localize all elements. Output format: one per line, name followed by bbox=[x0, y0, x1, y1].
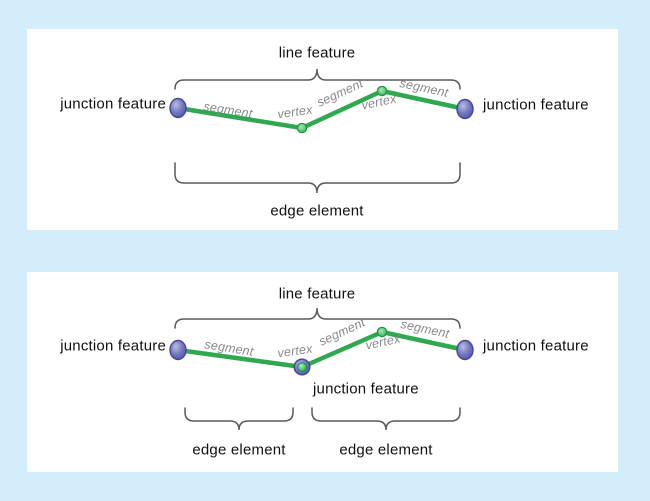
panel-single-edge-diagram: line feature junction feature junction f… bbox=[27, 29, 618, 230]
line-feature-label: line feature bbox=[278, 44, 356, 62]
junction-feature-label-right: junction feature bbox=[483, 337, 589, 355]
edge-element-label-left: edge element bbox=[192, 441, 286, 459]
panel-split-edge-diagram: line feature junction feature junction f… bbox=[27, 272, 618, 472]
junction-feature-label-right: junction feature bbox=[483, 96, 589, 114]
junction-node-right bbox=[456, 339, 474, 361]
vertex-node-low bbox=[296, 122, 308, 134]
edge-element-brace-left bbox=[184, 407, 294, 431]
line-feature-polyline bbox=[175, 329, 468, 370]
junction-feature-label-middle: junction feature bbox=[313, 380, 419, 398]
junction-feature-label-left: junction feature bbox=[60, 337, 166, 355]
vertex-node-high bbox=[376, 85, 388, 97]
line-feature-polyline bbox=[175, 88, 468, 131]
edge-element-brace-right bbox=[311, 407, 461, 431]
edge-element-brace bbox=[174, 162, 461, 194]
edge-element-label-right: edge element bbox=[339, 441, 433, 459]
line-feature-brace bbox=[174, 307, 461, 329]
junction-node-middle-inner bbox=[297, 362, 307, 372]
single-edge-graphic bbox=[169, 68, 474, 194]
junction-node-right bbox=[456, 98, 474, 120]
junction-node-left bbox=[169, 97, 187, 119]
line-feature-brace bbox=[174, 68, 461, 90]
split-edge-graphic bbox=[169, 307, 474, 431]
junction-node-left bbox=[169, 339, 187, 361]
junction-feature-label-left: junction feature bbox=[60, 95, 166, 113]
line-feature-label: line feature bbox=[278, 285, 356, 303]
vertex-node-high bbox=[376, 326, 388, 338]
edge-element-label: edge element bbox=[270, 202, 364, 220]
